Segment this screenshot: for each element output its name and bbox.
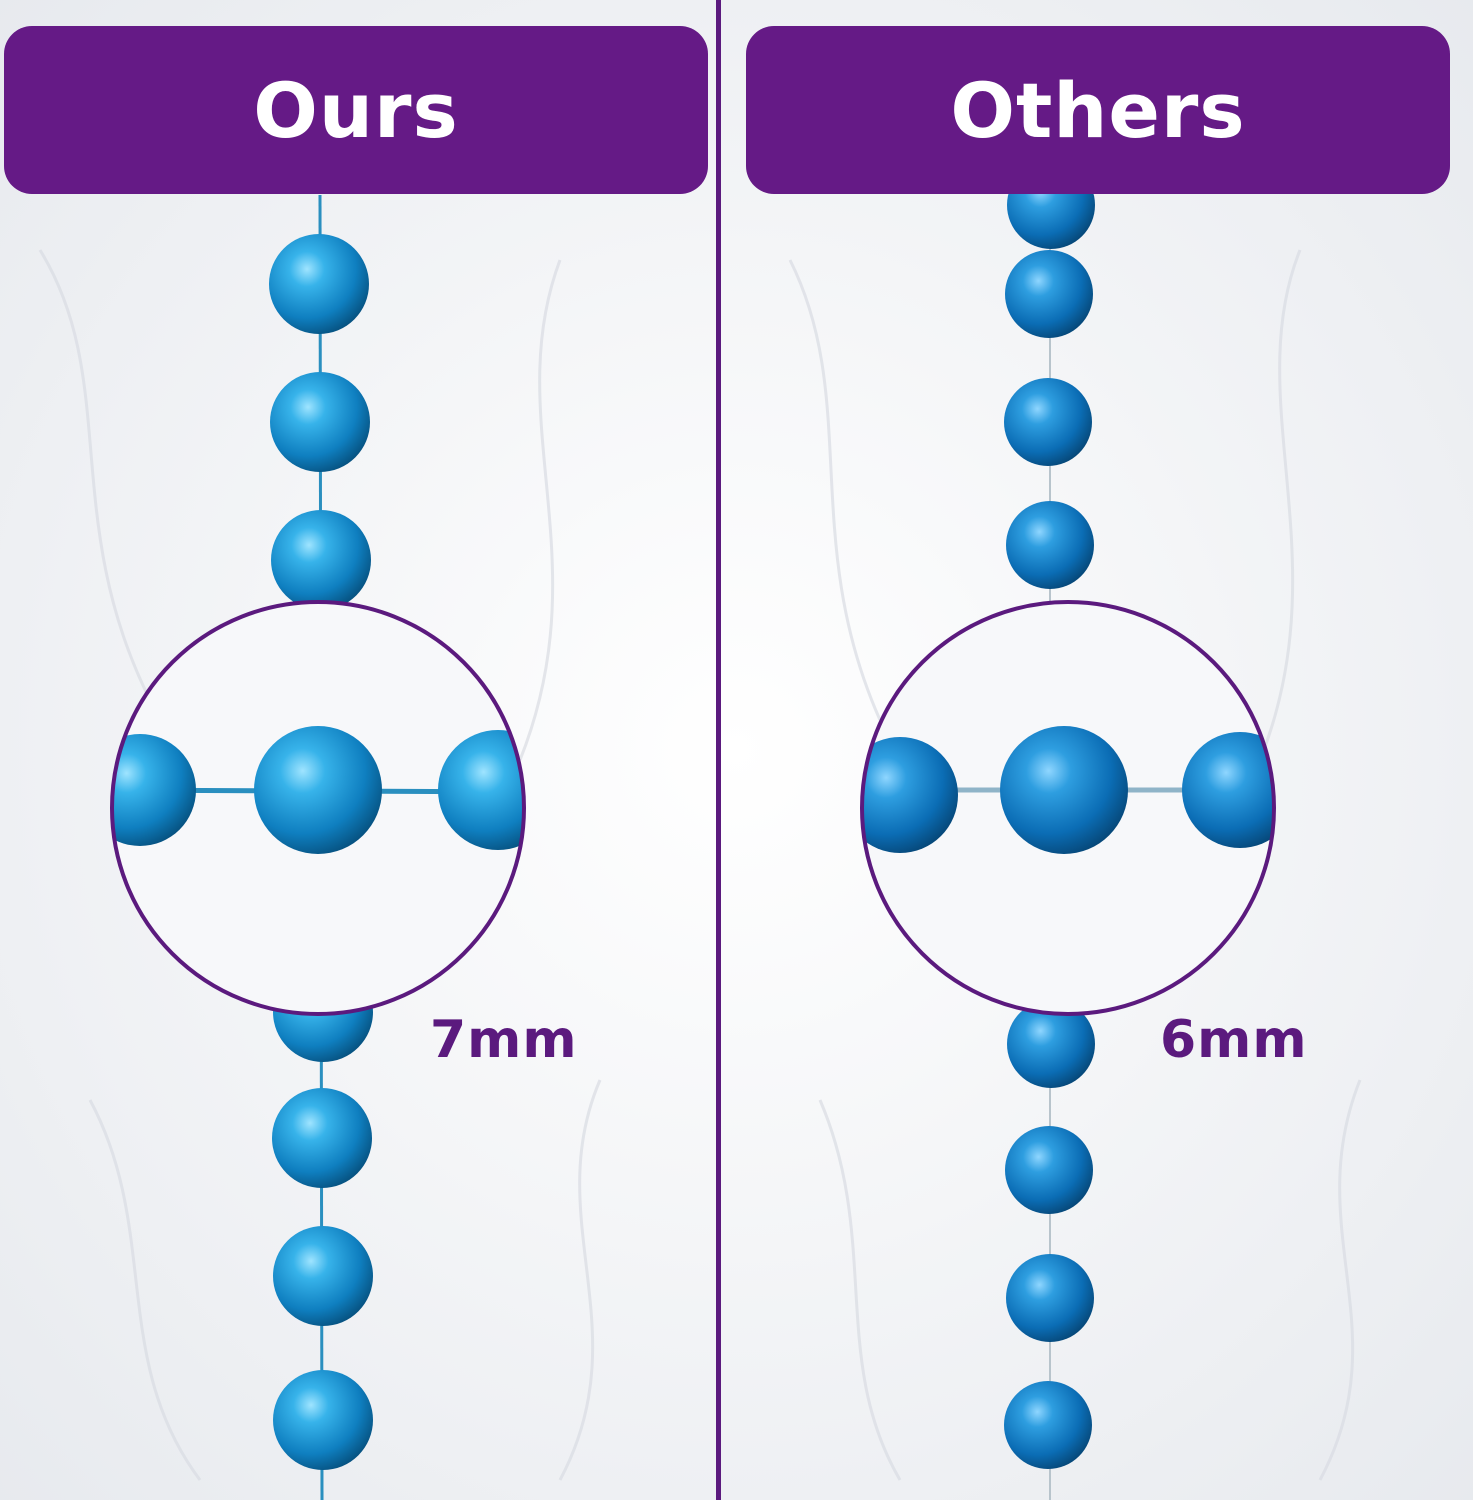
others-banner: Others bbox=[746, 26, 1450, 194]
others-size-label: 6mm bbox=[1160, 1010, 1308, 1070]
right-magnifier bbox=[860, 600, 1276, 1016]
ours-size-label: 7mm bbox=[430, 1010, 578, 1070]
divider-line bbox=[716, 0, 721, 1500]
others-title: Others bbox=[950, 65, 1246, 155]
left-magnifier bbox=[110, 600, 526, 1016]
ours-title: Ours bbox=[253, 65, 459, 155]
ours-banner: Ours bbox=[4, 26, 708, 194]
left-bead-strand bbox=[269, 194, 373, 1500]
